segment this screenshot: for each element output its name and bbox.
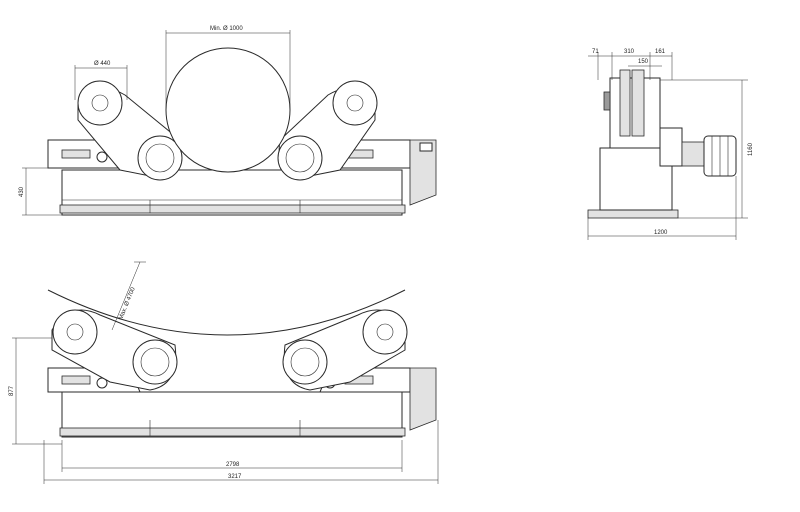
drive-unit-2 — [409, 367, 437, 431]
dim-vessel-min: Min. Ø 1000 — [210, 26, 243, 32]
dim-inner: 2798 — [226, 462, 240, 468]
left-inner-roller — [137, 135, 183, 181]
roller-b — [631, 69, 645, 137]
left-inner-roller-2 — [132, 339, 178, 385]
dim-axis-height: 430 — [19, 186, 25, 197]
left-outer-roller — [77, 80, 123, 126]
dim-side-c: 161 — [655, 49, 666, 55]
dim-roller: Ø 440 — [94, 61, 111, 67]
side-base — [587, 209, 679, 219]
side-view: 71 310 161 150 1160 1200 — [587, 49, 754, 240]
dim-overall: 3217 — [228, 474, 242, 480]
side-gearbox — [681, 141, 705, 167]
base-rail — [59, 204, 406, 214]
dim-side-width: 1200 — [654, 230, 668, 236]
right-outer-roller — [332, 80, 378, 126]
vessel-min — [165, 47, 291, 173]
dim-side-d: 150 — [638, 59, 649, 65]
dim-side-b: 310 — [624, 49, 635, 55]
right-inner-roller — [277, 135, 323, 181]
dim-side-height: 1160 — [748, 142, 754, 156]
front-view-max: Max. Ø 4700 877 2798 3217 — [9, 261, 439, 484]
roller-a — [619, 69, 631, 137]
front-view-min: Min. Ø 1000 Ø 440 430 — [19, 26, 437, 216]
drive-unit — [409, 139, 437, 206]
right-inner-roller-2 — [282, 339, 328, 385]
left-badge — [61, 149, 91, 159]
right-outer-roller-2 — [362, 309, 408, 355]
dim-side-a: 71 — [592, 49, 599, 55]
base-rail-2 — [59, 427, 406, 437]
dim-height-max: 877 — [9, 385, 15, 396]
vessel-max-arc — [47, 289, 406, 336]
left-outer-roller-2 — [52, 309, 98, 355]
